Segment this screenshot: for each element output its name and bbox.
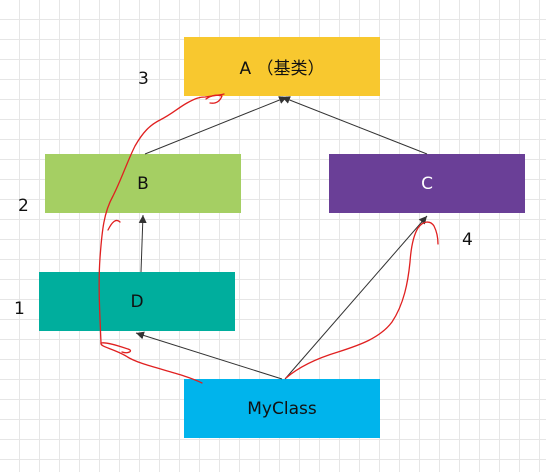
class-a-node: A （基类） xyxy=(184,37,380,96)
edge-d-to-b xyxy=(138,214,147,273)
lookup-path-line xyxy=(98,93,225,384)
class-b-node: B xyxy=(45,154,241,213)
step-number-2: 2 xyxy=(18,196,29,216)
myclass-node: MyClass xyxy=(184,379,380,438)
edge-myclass-to-c xyxy=(284,215,428,380)
edge-myclass-to-d xyxy=(135,331,283,380)
edge-b-to-a xyxy=(144,96,288,155)
step-number-1: 1 xyxy=(14,299,25,319)
lookup-path-line xyxy=(205,94,223,104)
step-number-3: 3 xyxy=(138,69,149,89)
class-d-node: D xyxy=(39,272,235,331)
lookup-path-line xyxy=(285,221,439,379)
edge-c-to-a xyxy=(281,96,428,155)
lookup-path-line xyxy=(107,219,121,231)
step-number-4: 4 xyxy=(462,230,473,250)
lookup-path-line xyxy=(100,342,132,354)
class-c-node: C xyxy=(329,154,525,213)
